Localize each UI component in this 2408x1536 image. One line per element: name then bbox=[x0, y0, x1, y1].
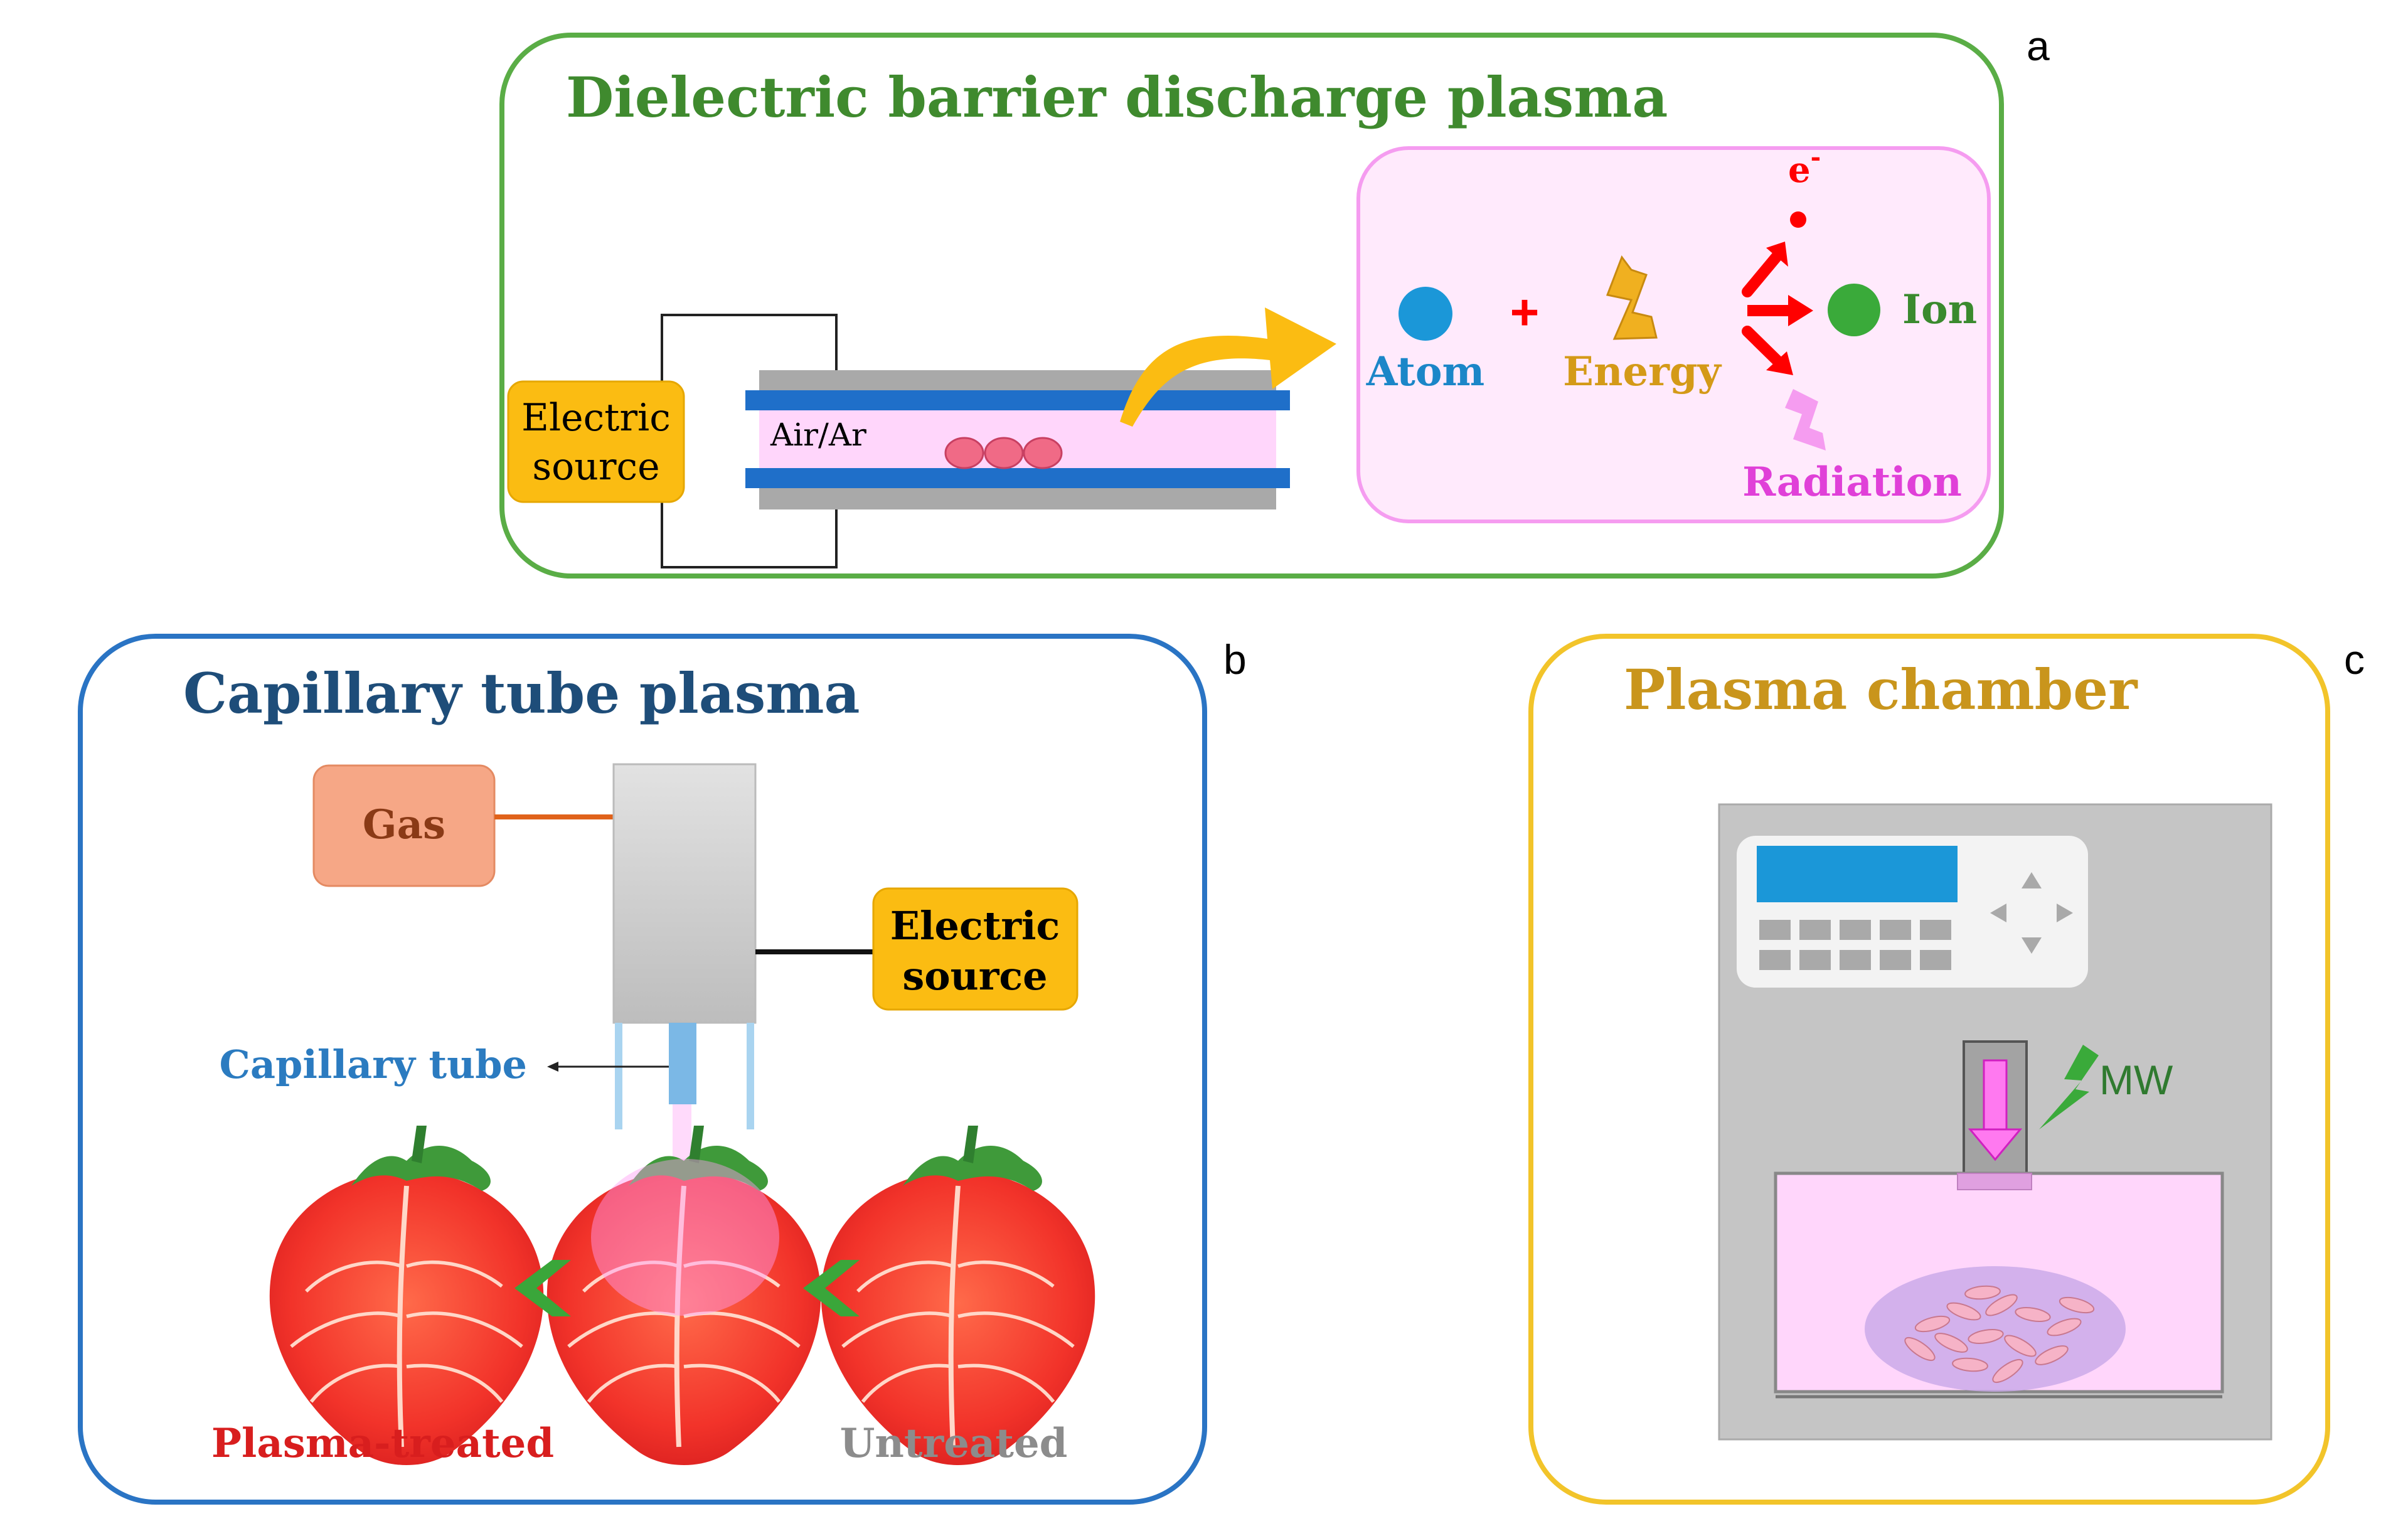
strawberry-treated bbox=[270, 1126, 543, 1465]
energy-label: Energy bbox=[1563, 348, 1722, 395]
electron-symbol: e bbox=[1788, 149, 1811, 191]
electron-particle bbox=[1790, 211, 1806, 228]
electron-charge: - bbox=[1811, 142, 1821, 172]
panel-a-title: Dielectric barrier discharge plasma bbox=[566, 65, 1668, 130]
direction-pad-icon bbox=[1990, 872, 2073, 954]
untreated-label: Untreated bbox=[840, 1420, 1068, 1467]
cavity-window bbox=[1957, 1173, 2032, 1190]
electric-source-label-line1: Electric bbox=[890, 903, 1060, 949]
panel-b-title: Capillary tube plasma bbox=[183, 661, 860, 726]
strawberry-untreated bbox=[821, 1126, 1095, 1465]
panel-a-frame bbox=[499, 33, 2004, 579]
capillary-pointer-head bbox=[547, 1062, 558, 1072]
mw-arrow-head bbox=[1968, 1128, 2023, 1161]
electrode-top bbox=[745, 390, 1290, 410]
gas-label: Gas bbox=[363, 801, 445, 848]
circuit-wire bbox=[661, 314, 838, 384]
microwave-bolt-icon bbox=[2039, 1045, 2099, 1129]
electric-source-label-line1: Electric bbox=[521, 396, 671, 440]
electron-label: e- bbox=[1788, 142, 1821, 191]
capillary-tube-label: Capillary tube bbox=[220, 1042, 528, 1087]
panel-c-frame bbox=[1528, 634, 2330, 1505]
gas-box bbox=[312, 764, 496, 887]
panel-c-title: Plasma chamber bbox=[1624, 657, 2138, 722]
seed-samples bbox=[944, 437, 1063, 469]
display-screen bbox=[1757, 846, 1958, 902]
panel-b-letter: b bbox=[1223, 636, 1247, 683]
mw-arrow-shaft bbox=[1983, 1059, 2008, 1131]
electric-source-label-line2: source bbox=[902, 953, 1047, 999]
plasma-glow bbox=[591, 1159, 779, 1316]
radiation-label: Radiation bbox=[1742, 459, 1962, 506]
zoom-arrow bbox=[1120, 307, 1336, 427]
electric-source-label-line2: source bbox=[532, 445, 659, 489]
plasma-torch-body bbox=[612, 763, 757, 1024]
panel-a-letter: a bbox=[2027, 23, 2050, 69]
electric-source-box bbox=[872, 887, 1079, 1011]
panel-c-letter: c bbox=[2344, 636, 2365, 683]
gas-label: Air/Ar bbox=[770, 417, 866, 453]
reaction-arrows bbox=[1742, 242, 1813, 375]
reaction-box bbox=[1356, 146, 1991, 523]
electrode-bottom bbox=[745, 468, 1290, 488]
keypad bbox=[1759, 920, 1951, 970]
atom-label: Atom bbox=[1366, 348, 1485, 395]
plasma-treated-label: Plasma-treated bbox=[211, 1420, 554, 1467]
ion-particle bbox=[1828, 284, 1880, 336]
energy-bolt-icon bbox=[1606, 255, 1658, 340]
radiation-bolt-icon bbox=[1785, 389, 1826, 451]
panel-b-frame bbox=[78, 634, 1207, 1505]
ion-label: Ion bbox=[1902, 286, 1977, 333]
sample-tray bbox=[1865, 1266, 2126, 1392]
rice-grains bbox=[1904, 1285, 2095, 1384]
circuit-wire bbox=[661, 499, 838, 568]
electric-source-box bbox=[507, 380, 685, 503]
atom-particle bbox=[1398, 287, 1452, 341]
plus-sign: + bbox=[1510, 284, 1540, 340]
mw-label: MW bbox=[2099, 1057, 2173, 1103]
